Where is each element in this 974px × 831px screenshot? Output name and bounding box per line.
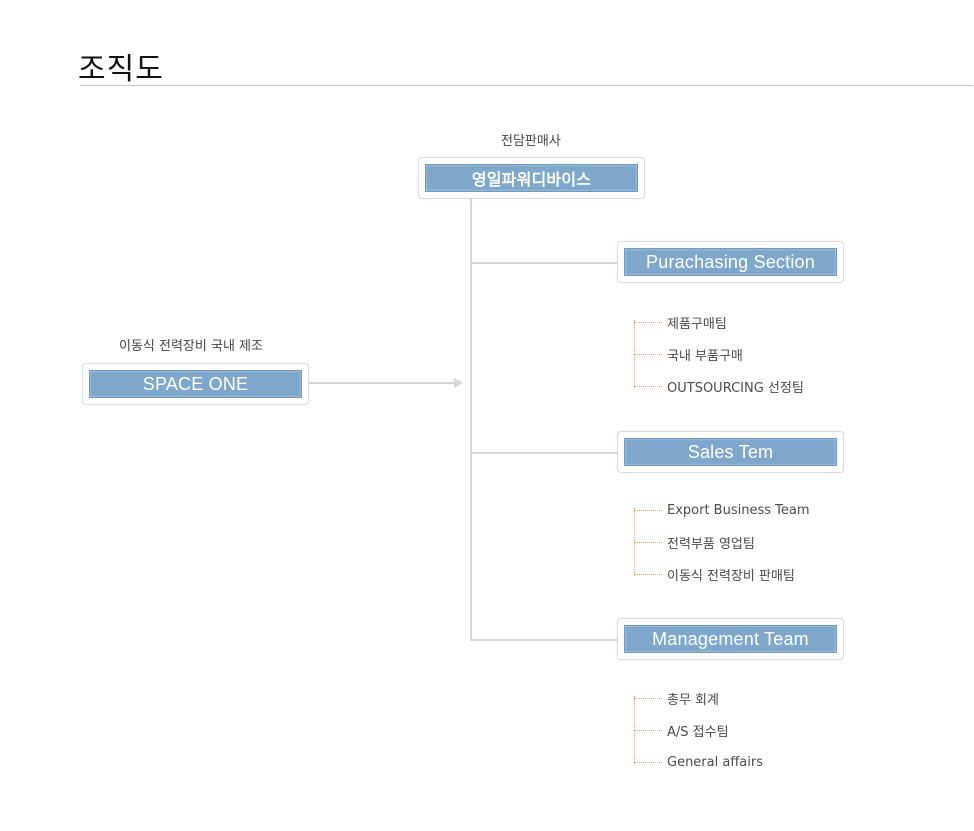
node-sales-team-label: Sales Tem [624, 438, 837, 466]
purchasing-sub-list: 제품구매팀 국내 부품구매 OUTSOURCING 선정팀 [634, 312, 934, 396]
list-item: 이동식 전력장비 판매팀 [634, 564, 795, 584]
sales-sub-list: Export Business Team 전력부품 영업팀 이동식 전력장비 판… [634, 500, 934, 584]
list-item: 제품구매팀 [634, 312, 727, 332]
sub-item-label: 국내 부품구매 [667, 348, 743, 364]
node-space-one-label: SPACE ONE [89, 370, 302, 398]
list-item: General affairs [634, 752, 763, 772]
sub-item-label: 이동식 전력장비 판매팀 [667, 568, 795, 584]
sub-item-label: OUTSOURCING 선정팀 [667, 380, 804, 396]
list-item: 전력부품 영업팀 [634, 532, 755, 552]
node-purchasing-section: Purachasing Section [617, 241, 844, 283]
sub-item-label: 제품구매팀 [667, 316, 727, 332]
arrow-right-icon [454, 378, 463, 388]
sub-item-label: 총무 회계 [667, 692, 719, 708]
list-item: OUTSOURCING 선정팀 [634, 376, 804, 396]
node-sales-team: Sales Tem [617, 431, 844, 473]
list-item: Export Business Team [634, 500, 810, 520]
node-space-one: SPACE ONE [82, 363, 309, 405]
title-divider [80, 85, 973, 86]
list-item: 총무 회계 [634, 688, 719, 708]
list-item: 국내 부품구매 [634, 344, 743, 364]
node-distributor: 영일파워디바이스 [418, 157, 645, 199]
branch-connector-management [470, 639, 618, 641]
page-title: 조직도 [78, 52, 164, 88]
management-sub-list: 총무 회계 A/S 접수팀 General affairs [634, 688, 934, 772]
node-management-team: Management Team [617, 618, 844, 660]
left-node-caption: 이동식 전력장비 국내 제조 [119, 339, 263, 354]
sub-item-label: Export Business Team [667, 502, 810, 518]
sub-item-label: A/S 접수팀 [667, 724, 729, 740]
list-item: A/S 접수팀 [634, 720, 729, 740]
node-distributor-label: 영일파워디바이스 [425, 164, 638, 192]
top-node-caption: 전담판매사 [501, 134, 561, 149]
sub-item-label: 전력부품 영업팀 [667, 536, 755, 552]
branch-connector-sales [470, 452, 618, 454]
branch-connector-purchasing [470, 262, 618, 264]
sub-item-label: General affairs [667, 754, 763, 770]
left-arrow-shaft [309, 382, 455, 384]
main-vertical-connector [470, 199, 472, 641]
node-management-team-label: Management Team [624, 625, 837, 653]
node-purchasing-section-label: Purachasing Section [624, 248, 837, 276]
